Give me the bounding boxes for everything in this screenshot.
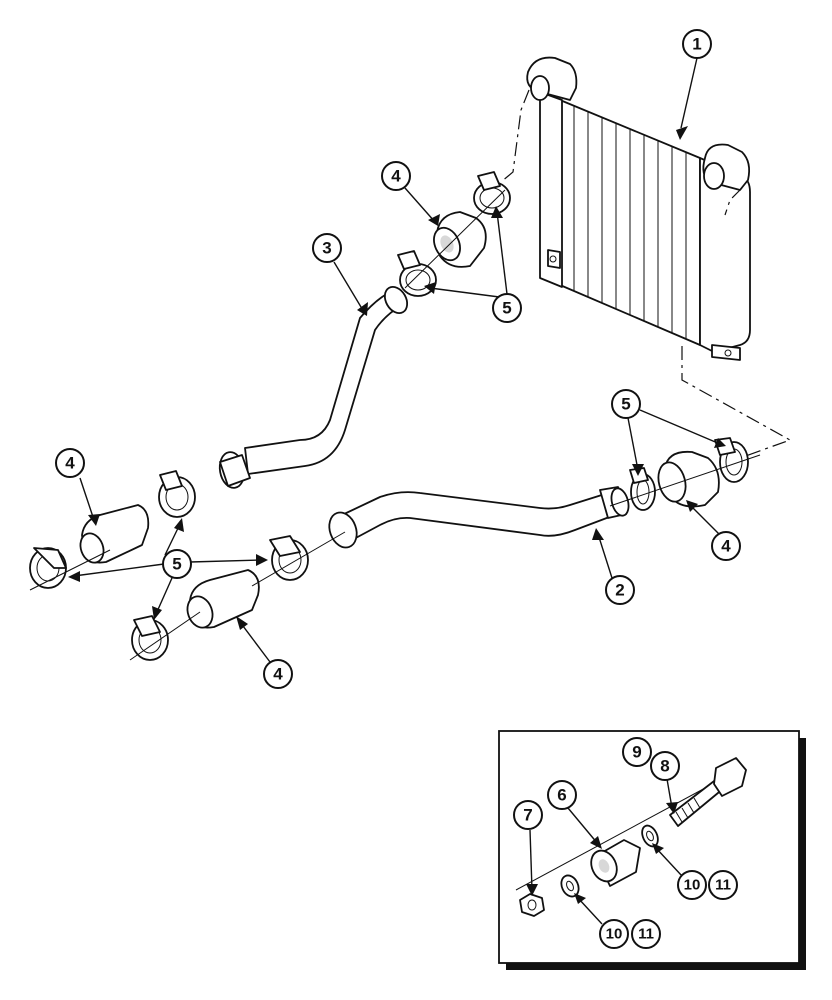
svg-text:9: 9 — [632, 743, 641, 762]
callout-11-lower: 11 — [631, 919, 661, 949]
guide-line-upper — [500, 89, 530, 183]
callout-5-upper: 5 — [492, 293, 522, 323]
callout-7: 7 — [513, 800, 543, 830]
callout-1: 1 — [682, 29, 712, 59]
clamp-middle — [269, 535, 309, 581]
callout-11-upper: 11 — [708, 870, 738, 900]
callout-4-upper: 4 — [381, 161, 411, 191]
callout-10-lower: 10 — [599, 919, 629, 949]
guide-line-lower — [681, 346, 792, 459]
clamp-left-far — [29, 547, 67, 589]
hose-left-upper — [79, 504, 150, 564]
hose-upper — [433, 211, 487, 268]
svg-text:4: 4 — [65, 454, 75, 473]
callout-8: 8 — [650, 751, 680, 781]
svg-text:1: 1 — [692, 35, 701, 54]
clamp-upper-top — [473, 171, 511, 215]
hose-right — [657, 450, 720, 508]
intercooler-fins — [573, 106, 687, 339]
svg-text:4: 4 — [273, 665, 283, 684]
hose-left-lower — [186, 569, 260, 629]
intercooler-core — [526, 56, 751, 361]
axis-right — [609, 454, 761, 507]
pipe-3 — [218, 285, 409, 489]
callout-4-left: 4 — [55, 448, 85, 478]
svg-text:10: 10 — [606, 926, 623, 943]
axis-upper — [404, 189, 506, 289]
svg-text:2: 2 — [615, 581, 624, 600]
axis-left-upper — [29, 549, 111, 591]
svg-text:4: 4 — [721, 537, 731, 556]
pipe-2 — [328, 486, 630, 549]
svg-text:4: 4 — [391, 167, 401, 186]
callout-2: 2 — [605, 575, 635, 605]
callout-4-bottom: 4 — [263, 659, 293, 689]
svg-text:5: 5 — [172, 555, 181, 574]
svg-text:8: 8 — [660, 757, 669, 776]
axis-left-lower — [129, 611, 201, 661]
svg-text:3: 3 — [322, 239, 331, 258]
guide-line-right-elbow — [724, 187, 743, 216]
callout-9: 9 — [622, 737, 652, 767]
callout-5-right: 5 — [611, 389, 641, 419]
callout-10-upper: 10 — [677, 870, 707, 900]
axis-middle — [251, 531, 346, 587]
svg-text:10: 10 — [684, 877, 701, 894]
svg-text:5: 5 — [621, 395, 630, 414]
clamp-right-near — [629, 467, 656, 511]
svg-text:7: 7 — [523, 806, 532, 825]
inset-hardware — [515, 757, 747, 917]
svg-text:11: 11 — [715, 877, 731, 894]
svg-text:11: 11 — [638, 926, 654, 943]
svg-text:5: 5 — [502, 299, 511, 318]
callout-5-left: 5 — [162, 549, 192, 579]
clamp-left-bottom — [131, 615, 169, 661]
svg-text:6: 6 — [557, 786, 566, 805]
clamp-left-top — [158, 470, 196, 518]
callout-6: 6 — [547, 780, 577, 810]
callout-4-right: 4 — [711, 531, 741, 561]
callout-3: 3 — [312, 233, 342, 263]
